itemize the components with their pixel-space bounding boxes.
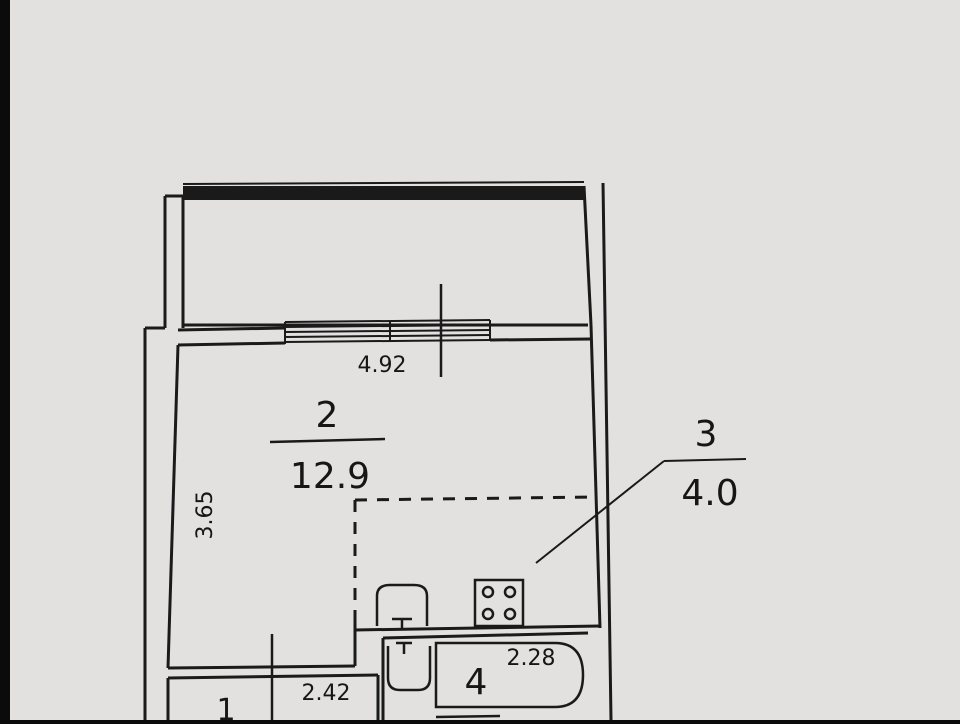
walls [143,182,613,721]
balcony-railing-hairline [182,181,585,185]
room3-leader-shelf [663,458,747,462]
room2-area: 12.9 [290,456,370,497]
dimension-room2-width: 4.92 [358,353,407,378]
kitchen-sink-icon [375,583,429,630]
room2-left-wall [166,344,180,669]
room3-number: 3 [695,414,718,455]
room2-top-wall-left [177,341,286,347]
bath-bottom-line [435,714,501,719]
kitchen-zone-boundary [353,495,596,620]
balcony-railing [183,186,584,200]
dimension-room2-depth: 3.65 [193,491,218,540]
toilet-icon [386,641,432,692]
right-outer-wall [601,182,613,721]
room3-area: 4.0 [681,473,738,514]
window-room2 [284,319,491,344]
bath-top-wall [382,631,589,640]
room2-number: 2 [316,395,339,436]
kitchen-bottom-wall [354,624,601,632]
room2-label-bar [269,437,386,444]
room4-number: 4 [465,662,488,703]
bathtub-icon [434,641,585,709]
room2-wall-stub-left [177,326,286,332]
room2-bottom-wall [167,664,356,670]
right-inner-wall [589,324,602,629]
room2-top-wall-right [489,337,592,342]
dimension-room4-width: 2.28 [507,646,556,671]
dimension-room1-width: 2.42 [302,681,351,706]
balcony-right-wall [582,185,593,326]
paper-sheet [10,0,960,720]
room3-leader-line [535,460,665,564]
room1-number: 1 [216,693,235,720]
stove-icon [473,578,525,628]
